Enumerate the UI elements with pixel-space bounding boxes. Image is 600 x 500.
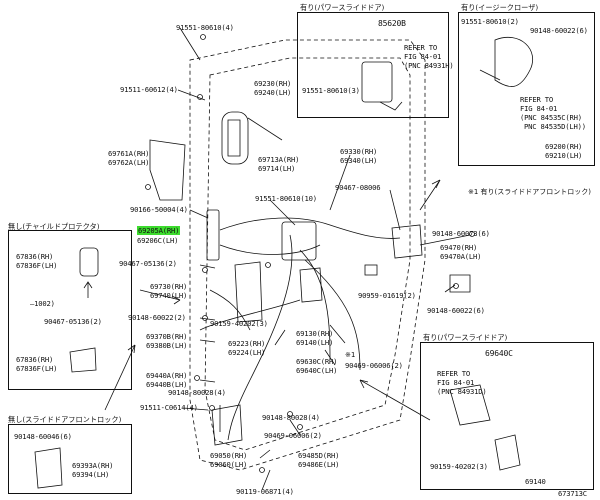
label-69224: 69224(LH): [228, 348, 266, 357]
label-69713a: 69713A(RH): [258, 155, 300, 164]
part-69200: 69200(RH): [545, 142, 583, 151]
label-69370b: 69370B(RH): [146, 332, 188, 341]
part-69393a: 69393A(RH): [72, 461, 114, 470]
refer-to-easy: REFER TO: [520, 95, 554, 104]
label-90148-60022-2: 90148-60022(2): [128, 313, 186, 322]
label-90469-06006-a: 90469-06006(2): [345, 361, 403, 370]
label-90148-60022-6: 90148-60022(6): [427, 306, 485, 315]
label-69630c: 69630C(RH): [296, 357, 338, 366]
label-69205a-highlighted: 69205A(RH): [137, 226, 181, 235]
inset-child-protector: [8, 230, 132, 390]
label-69060: 69060(LH): [210, 460, 248, 469]
fig-easy: FIG 84-01: [520, 104, 558, 113]
label-69380b: 69380B(LH): [146, 341, 188, 350]
label-69440a: 69440A(RH): [146, 371, 188, 380]
label-90467-05136: 90467-05136(2): [119, 259, 177, 268]
label-star1: ※1: [345, 350, 355, 359]
label-69714: 69714(LH): [258, 164, 296, 173]
label-69050: 69050(RH): [210, 451, 248, 460]
pnc-easy-2: PNC 84535D(LH)): [524, 122, 586, 131]
part-69394: 69394(LH): [72, 470, 110, 479]
label-90119-06871: 90119-06871(4): [236, 487, 294, 496]
part-69640c-inset: 69640C: [485, 349, 513, 358]
label-69140: 69140(LH): [296, 338, 334, 347]
highlight-69205a[interactable]: 69205A(RH): [137, 226, 181, 235]
screw-90467-05136: 90467-05136(2): [44, 317, 102, 326]
inset-no-front-lock-title: 無し(スライドドアフロントロック): [8, 415, 122, 424]
label-69740: 69740(LH): [150, 291, 188, 300]
label-69640c-lh: 69640C(LH): [296, 366, 338, 375]
label-90148-80028: 90148-80028(4): [168, 388, 226, 397]
label-90159-40202-3: 90159-40202(3): [210, 319, 268, 328]
fig-bottom: FIG 84-01: [437, 378, 475, 387]
part-85620b: 85620B: [378, 19, 406, 28]
inset-power-slide-bottom-title: 有り(パワースライドドア): [423, 333, 508, 342]
label-90469-06006-b: 90469-06006(2): [264, 431, 322, 440]
inset-power-slide-top-title: 有り(パワースライドドア): [300, 3, 385, 12]
label-90166: 90166-50004(4): [130, 205, 188, 214]
label-69761a: 69761A(RH): [108, 149, 150, 158]
part-69140-inset: 69140: [525, 477, 546, 486]
label-90959-01619: 90959-01619(2): [358, 291, 416, 300]
label-91551-80610-4: 91551-80610(4): [176, 23, 234, 32]
part-69210: 69210(LH): [545, 151, 583, 160]
pnc-bottom: (PNC 84931D): [437, 387, 487, 396]
bolt-90159-40202-bottom: 90159-40202(3): [430, 462, 488, 471]
label-69486e: 69486E(LH): [298, 460, 340, 469]
label-69485d: 69485D(RH): [298, 451, 340, 460]
label-91511-c0614: 91511-C0614(4): [140, 403, 198, 412]
label-69470a: 69470A(LH): [440, 252, 482, 261]
label-69440b: 69440B(LH): [146, 380, 188, 389]
inset-power-slide-bottom: [420, 342, 594, 490]
diagram-id: 673713C: [558, 489, 587, 498]
label-69470: 69470(RH): [440, 243, 478, 252]
label-91511-60612: 91511-60612(4): [120, 85, 178, 94]
fig-top: FIG 84-01: [404, 52, 442, 61]
label-69230: 69230(RH): [254, 79, 292, 88]
inset-easy-closer: [458, 12, 595, 166]
label-69240: 69240(LH): [254, 88, 292, 97]
label-90148-60073: 90148-60073(6): [432, 229, 490, 238]
part-67836-rh-b: 67836(RH): [16, 355, 54, 364]
part-67836f-lh-a: 67836F(LH): [16, 261, 58, 270]
inset-child-protector-title: 無し(チャイルドプロテクタ): [8, 222, 100, 231]
pnc-top: (PNC 84931H): [404, 61, 454, 70]
refer-to-bottom: REFER TO: [437, 369, 471, 378]
label-69762a: 69762A(LH): [108, 158, 150, 167]
bolt-90148-60022-6a: 90148-60022(6): [530, 26, 588, 35]
label-69730: 69730(RH): [150, 282, 188, 291]
inset-easy-closer-title: 有り(イージークローザ): [461, 3, 539, 12]
pnc-easy-1: (PNC 84535C(RH): [520, 113, 582, 122]
part-67836-rh-a: 67836(RH): [16, 252, 54, 261]
bolt-91551-80610-3: 91551-80610(3): [302, 86, 360, 95]
label-69340: 69340(LH): [340, 156, 378, 165]
inset-power-slide-top: [297, 12, 449, 118]
label-90148-80028-b: 90148-80028(4): [262, 413, 320, 422]
label-91551-80610-10: 91551-80610(10): [255, 194, 317, 203]
label-69223: 69223(RH): [228, 339, 266, 348]
label-69330: 69330(RH): [340, 147, 378, 156]
label-69206c: 69206C(LH): [137, 236, 179, 245]
label-69130: 69130(RH): [296, 329, 334, 338]
note-front-lock: ※1 有り(スライドドアフロントロック): [468, 188, 592, 196]
dash-1002: —1002): [30, 299, 55, 308]
label-90467-08006: 90467-08006: [335, 183, 381, 192]
bolt-90148-60046: 90148-60046(6): [14, 432, 72, 441]
inset-no-front-lock: [8, 424, 132, 494]
part-67836f-lh-b: 67836F(LH): [16, 364, 58, 373]
refer-to-top: REFER TO: [404, 43, 438, 52]
bolt-91551-80610-2: 91551-80610(2): [461, 17, 519, 26]
